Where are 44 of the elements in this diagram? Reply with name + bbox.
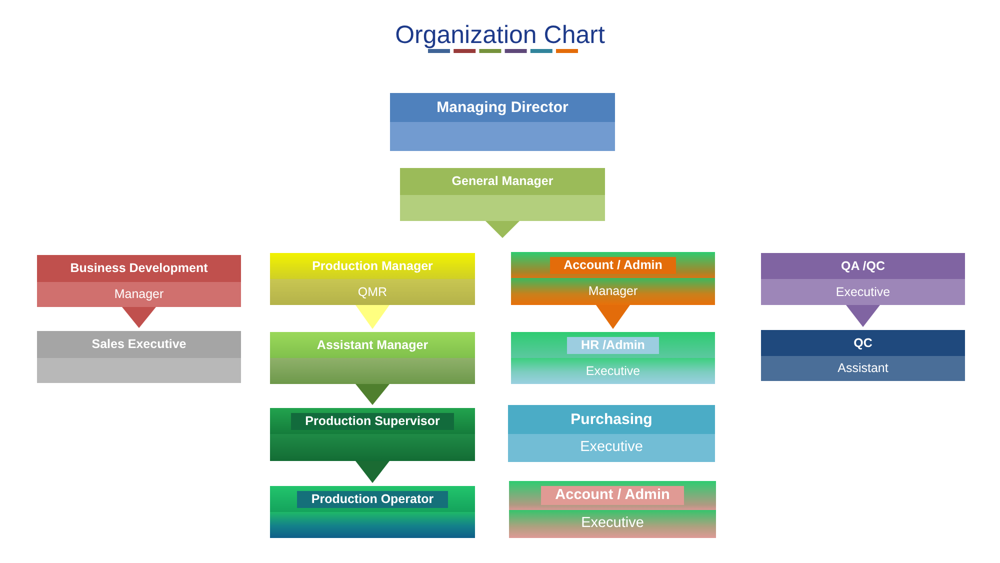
position-box bbox=[508, 405, 715, 462]
position-box bbox=[400, 168, 605, 221]
position-title: General Manager bbox=[452, 174, 554, 189]
position-title: QC bbox=[854, 336, 872, 350]
position-box bbox=[37, 255, 241, 307]
position-box bbox=[511, 332, 715, 384]
position-subtitle: Assistant bbox=[838, 361, 888, 376]
pointer-triangle bbox=[596, 305, 630, 329]
position-title: Production Operator bbox=[297, 490, 448, 508]
position-subtitle: Executive bbox=[581, 515, 644, 533]
position-subtitle: Executive bbox=[586, 364, 640, 378]
pointer-triangle bbox=[486, 221, 520, 238]
position-subtitle: Executive bbox=[580, 439, 643, 457]
pointer-triangle bbox=[356, 384, 390, 405]
position-box bbox=[761, 330, 965, 381]
position-box bbox=[270, 408, 475, 461]
position-box bbox=[37, 331, 241, 383]
position-title: Production Manager bbox=[312, 258, 433, 274]
position-subtitle: Executive bbox=[836, 284, 890, 300]
pointer-triangle bbox=[356, 305, 390, 329]
position-box bbox=[270, 332, 475, 384]
position-subtitle: QMR bbox=[358, 284, 388, 300]
position-box bbox=[761, 253, 965, 305]
position-title: HR /Admin bbox=[567, 336, 659, 354]
position-title: Business Development bbox=[70, 261, 208, 276]
position-box bbox=[511, 252, 715, 305]
position-title: Purchasing bbox=[570, 410, 652, 428]
position-title: QA /QC bbox=[841, 258, 885, 274]
position-title: Production Supervisor bbox=[291, 412, 454, 430]
position-box bbox=[509, 481, 716, 538]
pointer-triangle bbox=[122, 307, 156, 328]
position-title: Sales Executive bbox=[92, 337, 186, 352]
position-box bbox=[390, 93, 615, 151]
pointer-triangle bbox=[356, 461, 390, 483]
position-subtitle: Manager bbox=[114, 287, 164, 302]
position-title: Account / Admin bbox=[550, 256, 676, 274]
position-title: Account / Admin bbox=[541, 486, 684, 506]
position-title: Managing Director bbox=[436, 98, 568, 116]
position-box bbox=[270, 486, 475, 538]
chart-title: Organization Chart bbox=[395, 21, 605, 49]
pointer-triangle bbox=[846, 305, 880, 327]
position-title: Assistant Manager bbox=[316, 338, 428, 352]
position-subtitle: Manager bbox=[588, 284, 638, 299]
position-box bbox=[270, 253, 475, 305]
